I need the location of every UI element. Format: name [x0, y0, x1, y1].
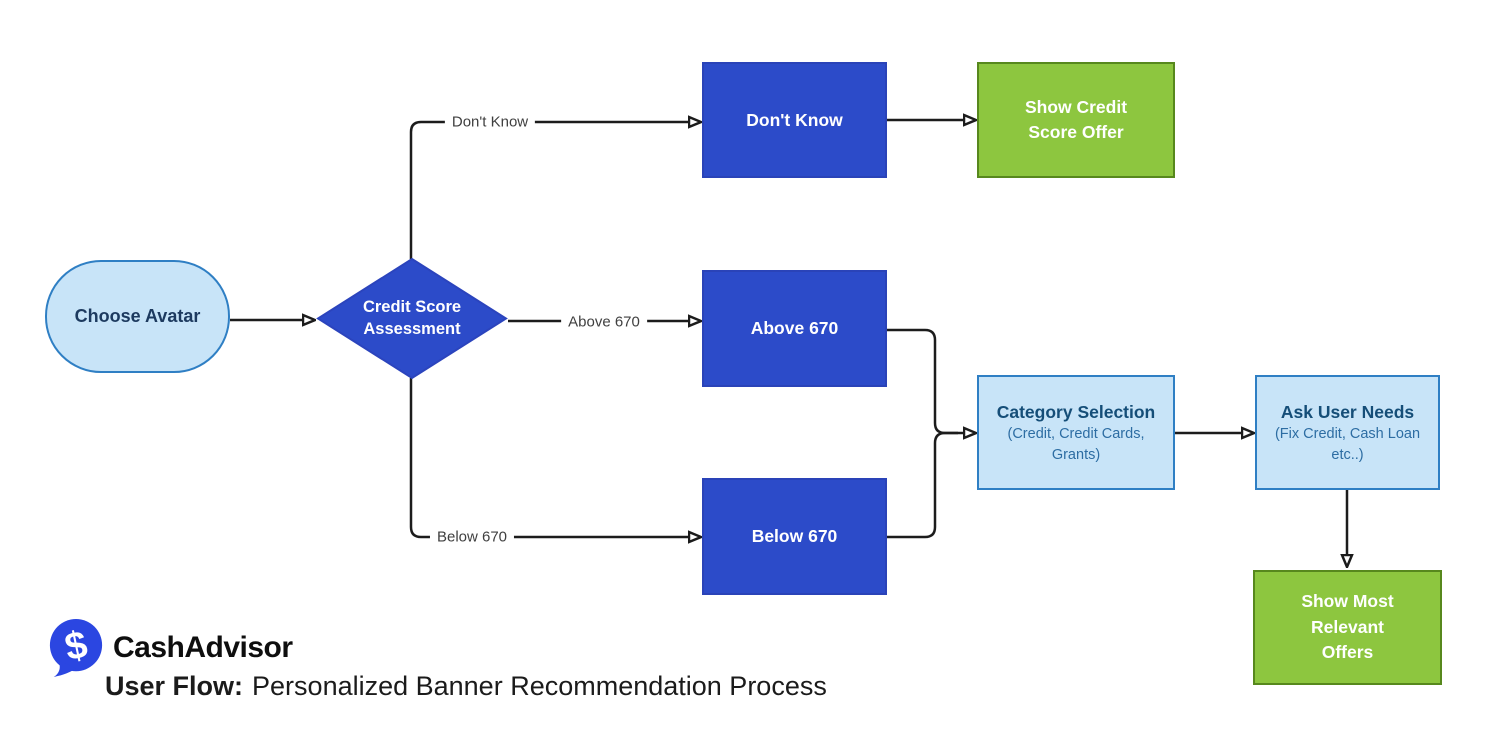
node-choose-avatar: Choose Avatar — [45, 260, 230, 373]
edge-above-670-to-category — [887, 328, 964, 433]
node-credit-score-assessment-label: Credit Score Assessment — [316, 258, 508, 379]
node-show-credit-score-offer: Show Credit Score Offer — [977, 62, 1175, 178]
node-below-670-label: Below 670 — [751, 526, 838, 546]
node-show-most-relevant-offers: Show Most Relevant Offers — [1253, 570, 1442, 685]
node-below-670: Below 670 — [702, 478, 887, 595]
assessment-label-line2: Assessment — [363, 319, 461, 338]
diagram-caption: User Flow: Personalized Banner Recommenda… — [105, 671, 827, 702]
node-show-most-relevant-offers-label: Show Most Relevant Offers — [1301, 591, 1394, 663]
node-dont-know: Don't Know — [702, 62, 887, 178]
node-ask-user-needs-subtitle: (Fix Credit, Cash Loan etc..) — [1274, 426, 1421, 463]
edge-assessment-to-dont-know — [409, 122, 689, 259]
node-category-selection-title: Category Selection — [996, 401, 1156, 422]
node-ask-user-needs-title: Ask User Needs — [1280, 401, 1415, 422]
cashadvisor-logo-icon: $ — [49, 619, 103, 677]
assessment-label-line1: Credit Score — [362, 298, 462, 317]
node-category-selection-subtitle: (Credit, Credit Cards, Grants) — [1007, 426, 1145, 463]
edge-label-below-670: Below 670 — [429, 528, 515, 546]
node-choose-avatar-label: Choose Avatar — [74, 306, 201, 326]
edge-label-dont-know: Don't Know — [444, 113, 536, 131]
node-above-670-label: Above 670 — [750, 318, 839, 338]
edge-below-670-to-category — [887, 431, 958, 539]
edge-label-above-670: Above 670 — [561, 313, 647, 331]
brand-lockup: $ CashAdvisor — [47, 618, 293, 678]
caption-text: Personalized Banner Recommendation Proce… — [252, 671, 827, 701]
node-ask-user-needs: Ask User Needs (Fix Credit, Cash Loan et… — [1255, 375, 1440, 490]
caption-label: User Flow: — [105, 671, 244, 701]
edge-assessment-to-below-670 — [409, 378, 689, 537]
node-dont-know-label: Don't Know — [746, 109, 843, 130]
brand-name: CashAdvisor — [113, 631, 293, 664]
decision-diamond-shape — [316, 258, 508, 379]
node-category-selection: Category Selection (Credit, Credit Cards… — [977, 375, 1175, 490]
node-credit-score-assessment: Credit Score Assessment — [316, 258, 508, 379]
node-show-credit-score-offer-label: Show Credit Score Offer — [1024, 96, 1128, 142]
node-above-670: Above 670 — [702, 270, 887, 387]
